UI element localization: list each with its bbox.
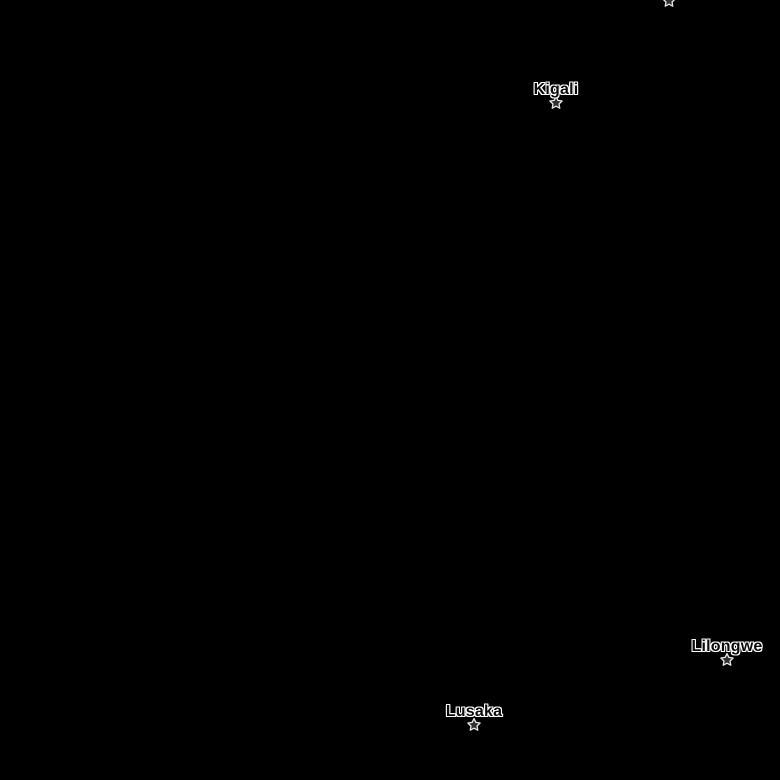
city-marker-capital-partial-top[interactable] (662, 0, 676, 8)
city-marker-kigali[interactable]: Kigali (534, 82, 578, 110)
city-marker-lusaka[interactable]: Lusaka (446, 704, 502, 732)
city-marker-lilongwe[interactable]: Lilongwe (692, 639, 762, 667)
capital-star-icon[interactable] (467, 718, 481, 732)
capital-star-icon[interactable] (662, 0, 676, 8)
city-label[interactable]: Lilongwe (691, 638, 763, 655)
city-label[interactable]: Kigali (533, 81, 579, 98)
city-label[interactable]: Lusaka (445, 703, 503, 720)
capital-star-icon[interactable] (720, 653, 734, 667)
capital-star-icon[interactable] (549, 96, 563, 110)
